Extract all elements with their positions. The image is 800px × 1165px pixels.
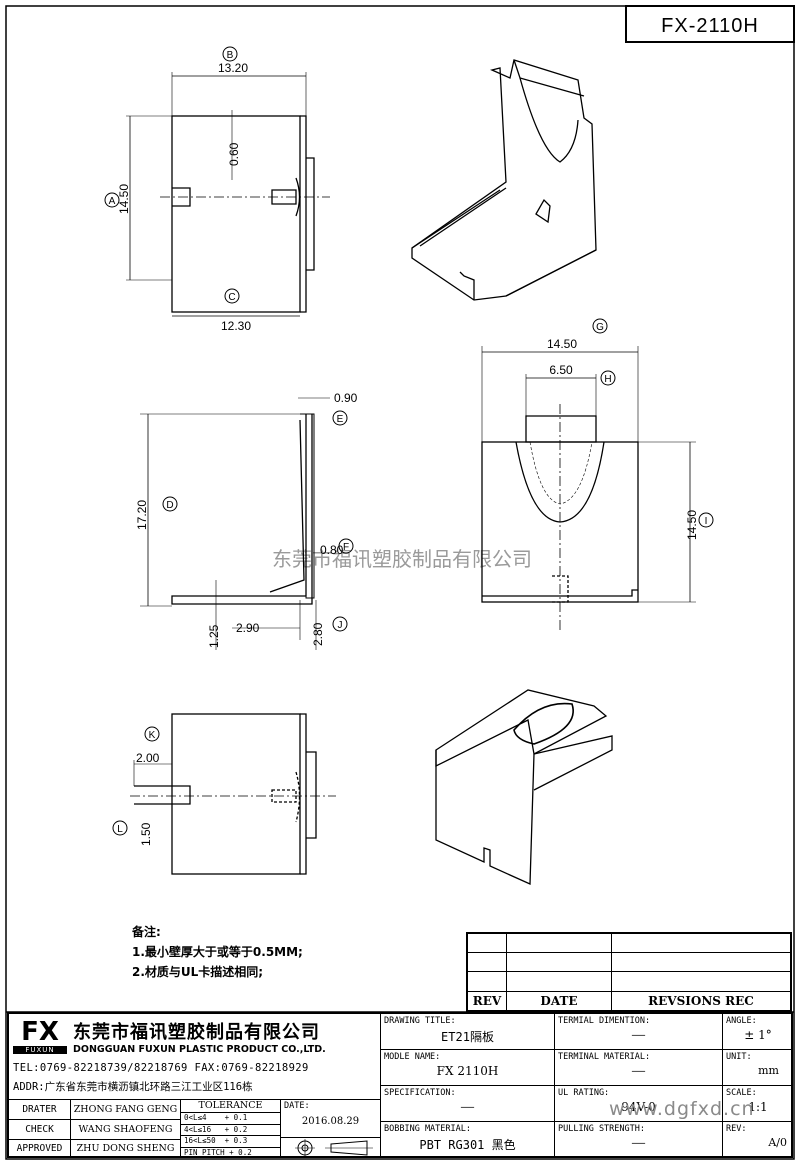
notes-line-1: 1.最小壁厚大于或等于0.5MM;	[132, 945, 303, 959]
sheet-border	[5, 5, 795, 1160]
callout-g: G	[596, 322, 604, 333]
drawing-title-label: DRAWING TITLE:	[384, 1016, 456, 1026]
revisions-header: REVSIONS REC	[611, 990, 792, 1012]
drater-name: ZHONG FANG GENG	[73, 1104, 178, 1115]
dim-top-slot: 0.60	[227, 142, 241, 166]
company-logo: FX	[21, 1017, 59, 1047]
dim-front-width: 14.50	[547, 337, 577, 351]
drawing-title: ET21隔板	[441, 1030, 494, 1044]
bobbin-value: PBT RG301 黑色	[419, 1138, 516, 1152]
spec-value: ——	[460, 1100, 475, 1113]
dim-top-bottom-width: 12.30	[221, 319, 251, 333]
terminal-dim: ——	[631, 1028, 646, 1041]
projection-icon	[295, 1139, 373, 1157]
front-view	[481, 318, 714, 632]
callout-l: L	[117, 824, 123, 835]
scale-label: SCALE:	[726, 1088, 757, 1098]
rev-label: REV:	[726, 1124, 747, 1134]
bottom-view	[112, 713, 336, 875]
rev-value: A/0	[768, 1136, 787, 1149]
dim-front-height: 14.50	[685, 510, 699, 540]
company-logo-sub: FUXUN	[13, 1046, 67, 1054]
date-label: DATE:	[284, 1101, 310, 1111]
dim-side-inner: 0.80	[320, 543, 344, 557]
callout-d: D	[166, 500, 173, 511]
terminal-dim-label: TERMIAL DIMENTION:	[558, 1016, 651, 1026]
site-watermark: www.dgfxd.cn	[609, 1098, 755, 1120]
pulling-label: PULLING STRENGTH:	[558, 1124, 645, 1134]
company-block: FX FUXUN 东莞市福讯塑胶制品有限公司 DONGGUAN FUXUN PL…	[9, 1014, 381, 1100]
tolerance-block: TOLERANCE 0<L≤4 + 0.1 4<L≤16 + 0.2 16<L≤…	[181, 1100, 281, 1158]
dim-top-height: 14.50	[117, 184, 131, 214]
bobbin-label: BOBBING MATERIAL:	[384, 1124, 471, 1134]
callout-c: C	[228, 292, 235, 303]
pulling-value: ——	[631, 1136, 646, 1149]
dim-bottom-tab-h: 1.50	[139, 822, 153, 846]
dim-top-width: 13.20	[218, 61, 248, 75]
angle-label: ANGLE:	[726, 1016, 757, 1026]
notes: 备注: 1.最小壁厚大于或等于0.5MM; 2.材质与UL卡描述相同;	[132, 922, 303, 982]
ul-label: UL RATING:	[558, 1088, 610, 1098]
dim-side-height: 17.20	[135, 500, 149, 530]
dim-side-base: 2.90	[236, 621, 260, 635]
spec-label: SPECIFICATION:	[384, 1088, 456, 1098]
part-number: FX-2110H	[661, 15, 759, 37]
notes-title: 备注:	[132, 925, 161, 939]
approved-label: APPROVED	[16, 1143, 63, 1154]
callout-k: K	[149, 730, 156, 741]
check-name: WANG SHAOFENG	[78, 1124, 173, 1135]
terminal-mat: ——	[631, 1064, 646, 1077]
drater-label: DRATER	[22, 1104, 57, 1115]
unit-value: mm	[758, 1064, 779, 1077]
tol-row-4: PIN PITCH + 0.2	[184, 1147, 252, 1157]
watermark: 东莞市福讯塑胶制品有限公司	[272, 548, 532, 571]
tol-row-2: 4<L≤16 + 0.2	[181, 1125, 280, 1136]
projection-symbol	[281, 1138, 381, 1158]
side-view	[140, 397, 354, 650]
iso-view-lower	[435, 689, 613, 885]
callout-e: E	[337, 414, 344, 425]
revision-table: REV DATE REVSIONS REC	[466, 932, 792, 1012]
callout-h: H	[604, 374, 611, 385]
callout-a: A	[109, 196, 116, 207]
title-block: FX FUXUN 东莞市福讯塑胶制品有限公司 DONGGUAN FUXUN PL…	[7, 1012, 793, 1158]
company-name-en: DONGGUAN FUXUN PLASTIC PRODUCT CO.,LTD.	[73, 1044, 326, 1055]
callout-i: I	[705, 516, 708, 527]
part-number-box	[625, 5, 795, 43]
terminal-mat-label: TERMINAL MATERIAL:	[558, 1052, 651, 1062]
company-tel: TEL:0769-82218739/82218769 FAX:0769-8221…	[13, 1062, 309, 1074]
iso-view-upper	[411, 59, 597, 301]
notes-line-2: 2.材质与UL卡描述相同;	[132, 965, 264, 979]
tol-row-1: 0<L≤4 + 0.1	[181, 1113, 280, 1125]
company-addr: ADDR:广东省东莞市横沥镇北环路三江工业区116栋	[13, 1081, 253, 1093]
scale-value: 1:1	[748, 1100, 768, 1114]
callout-b: B	[227, 50, 234, 61]
callout-f: F	[343, 542, 349, 553]
model-value: FX 2110H	[436, 1064, 499, 1078]
approved-name: ZHU DONG SHENG	[76, 1143, 175, 1154]
tolerance-label: TOLERANCE	[181, 1100, 280, 1113]
company-name-cn: 东莞市福讯塑胶制品有限公司	[73, 1022, 320, 1043]
angle-value: ± 1°	[744, 1028, 772, 1042]
ul-value: 94V-0	[621, 1100, 656, 1114]
callout-j: J	[338, 620, 343, 631]
date-value: 2016.08.29	[301, 1116, 360, 1127]
dim-bottom-tab-w: 2.00	[136, 751, 160, 765]
dim-side-lip: 2.80	[311, 622, 325, 646]
date-header: DATE	[506, 990, 612, 1012]
dim-front-cutout: 6.50	[549, 363, 573, 377]
rev-header: REV	[466, 990, 507, 1012]
model-label: MODLE NAME:	[384, 1052, 441, 1062]
top-view	[104, 46, 330, 317]
check-label: CHECK	[25, 1124, 54, 1135]
dim-side-thickness: 0.90	[334, 391, 358, 405]
unit-label: UNIT:	[726, 1052, 752, 1062]
dim-side-foot: 1.25	[207, 624, 221, 648]
tol-row-3: 16<L≤50 + 0.3	[181, 1136, 280, 1148]
